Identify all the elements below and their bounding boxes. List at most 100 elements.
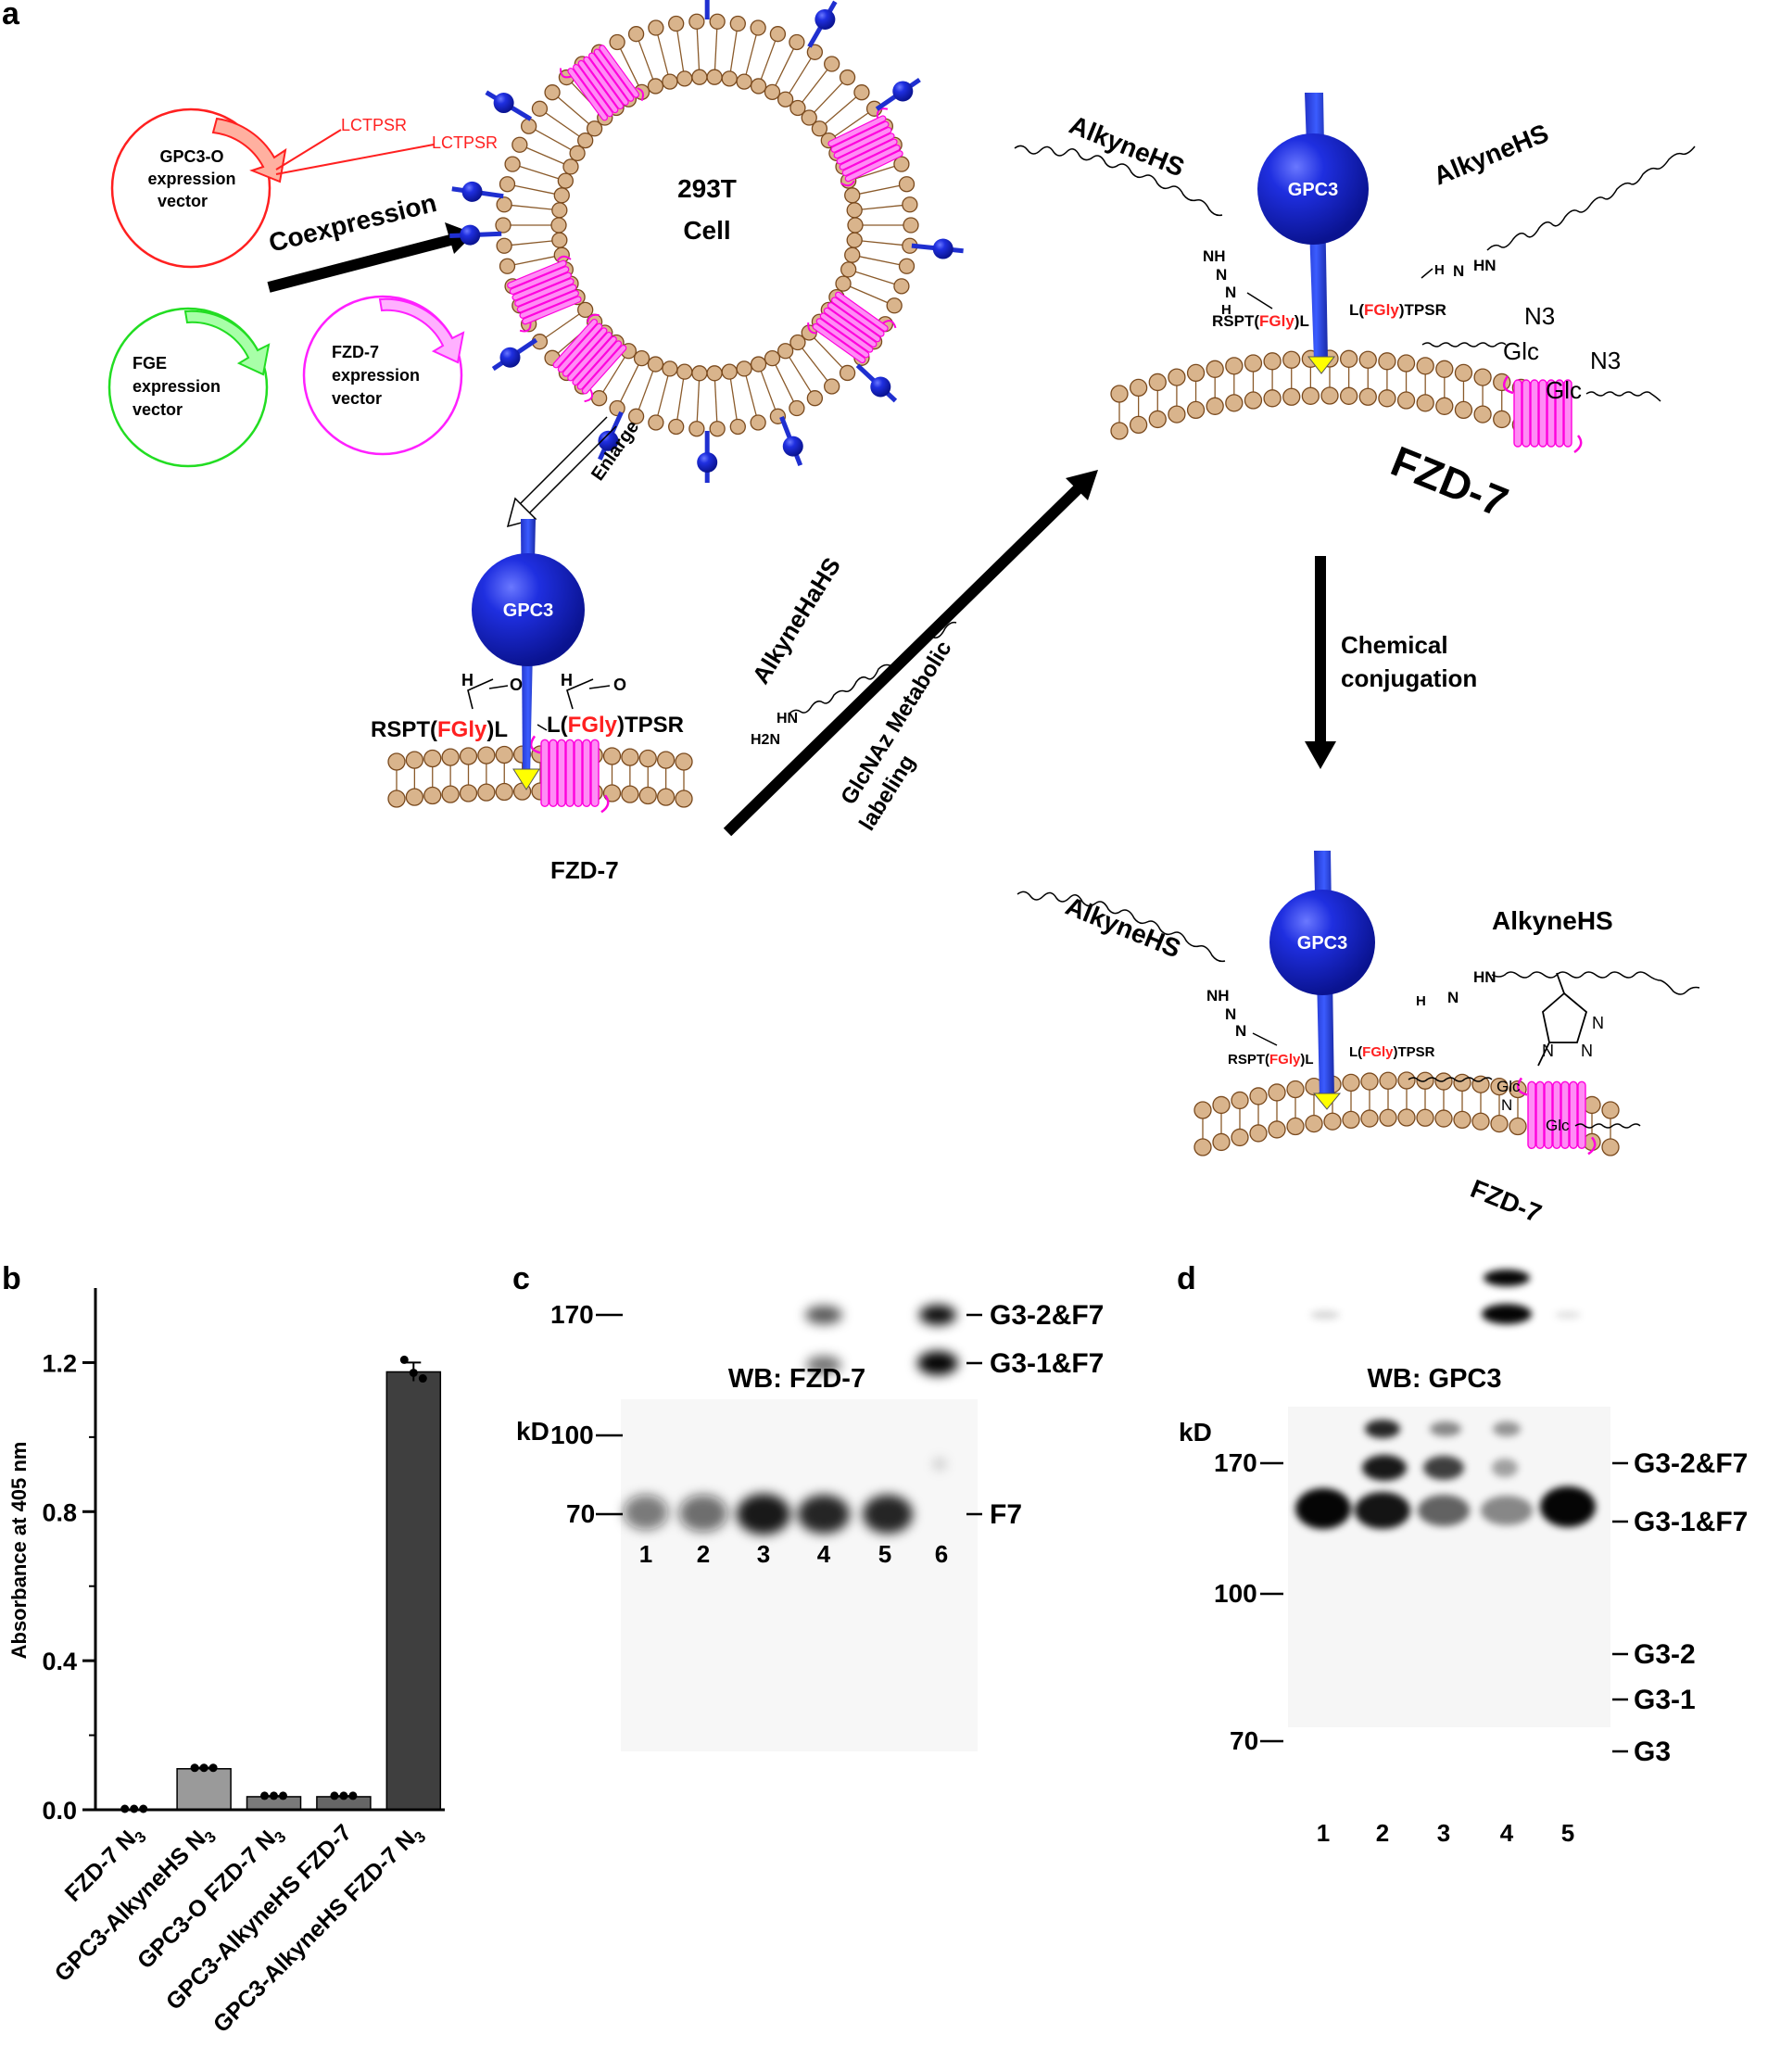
alkyne-ha-hs-label: AlkyneHaHS — [747, 552, 846, 689]
lipid-head — [504, 156, 521, 172]
panel-b: b Absorbance at 405 nm 0.00.40.81.2FZD-7… — [2, 1261, 445, 2040]
n3-label-top-2: N3 — [1590, 347, 1621, 374]
cell-label-line1: 293T — [677, 174, 737, 203]
lipid-head — [1416, 1108, 1434, 1127]
lipid-head — [1358, 387, 1377, 406]
lipid-head — [1186, 363, 1206, 383]
gpc3o-vector-line1: GPC3-O — [159, 147, 223, 166]
fzd7-label-right-top: FZD-7 — [1384, 436, 1514, 526]
lipid-head — [1193, 1101, 1212, 1119]
lipid-head — [1342, 1073, 1360, 1093]
blot-d-band-lane4-g31f7 — [1482, 1304, 1532, 1324]
lipid-tail — [745, 34, 757, 75]
glc-chain-bottom-2 — [1574, 1123, 1641, 1129]
gpc3-head — [782, 436, 803, 457]
lipid-head — [789, 99, 806, 117]
tpsr-right-bottom: L(FGly)TPSR — [1349, 1044, 1435, 1060]
lipid-head — [1473, 368, 1492, 386]
lipid-head — [1379, 1071, 1397, 1090]
aldehyde-h-right: H — [561, 671, 573, 689]
lipid-head — [1212, 1132, 1231, 1152]
lipid-tail — [862, 240, 903, 246]
gpc3-head — [932, 238, 953, 259]
lipid-head — [676, 70, 693, 87]
lipid-tail — [789, 357, 812, 393]
lipid-head — [1110, 385, 1129, 403]
lipid-tail — [525, 146, 564, 165]
lipid-head — [1282, 350, 1301, 369]
panel-c: c WB: FZD-7 kD 170 100 70 G3-2&F7 G3-1&F… — [512, 1261, 1104, 1751]
lipid-tail — [620, 364, 639, 402]
lipid-head — [1397, 1071, 1416, 1090]
blot-c-band-lane6-faint — [933, 1459, 946, 1470]
blot-d-band-lane4-g32f7 — [1484, 1270, 1530, 1286]
lipid-head — [662, 73, 678, 90]
lipid-head — [750, 19, 766, 36]
blot-c-lane-1: 1 — [639, 1540, 652, 1568]
gpc3-right-bottom: GPC3 — [1269, 851, 1375, 1110]
lipid-head — [405, 751, 424, 769]
data-point — [260, 1791, 269, 1800]
lipid-head — [1360, 1072, 1379, 1091]
n-label-bottom-2: N — [1235, 1022, 1246, 1040]
lipid-head — [590, 390, 608, 407]
blot-d-band-lane1-g3 — [1295, 1488, 1351, 1529]
y-tick-label: 0.4 — [42, 1648, 77, 1675]
ha-h2n-label: H2N — [751, 732, 780, 748]
lipid-head — [511, 136, 528, 153]
lipid-head — [824, 56, 840, 72]
lipid-head — [1416, 357, 1434, 375]
fzd7-vector-line2: expression — [332, 366, 420, 385]
lipid-head — [1268, 1083, 1286, 1102]
aldehyde-left — [467, 678, 509, 710]
lipid-head — [675, 752, 693, 771]
fge-vector: FGE expression vector — [107, 307, 271, 468]
lipid-tail — [638, 40, 654, 80]
fzd7-receptor — [529, 735, 610, 814]
lipid-tail — [834, 112, 869, 137]
lipid-head — [1339, 349, 1358, 368]
lipid-tail — [602, 357, 625, 393]
blot-d-band-lane3-g3 — [1418, 1495, 1470, 1526]
lipid-head — [806, 390, 824, 407]
alkyne-hs-label-top-right: AlkyneHS — [1430, 119, 1553, 191]
lipid-head — [1231, 1128, 1249, 1147]
lipid-head — [1453, 1110, 1471, 1130]
lipid-head — [1193, 1138, 1212, 1156]
lipid-head — [750, 78, 767, 95]
lipid-head — [750, 414, 766, 431]
lipid-head — [1148, 410, 1167, 429]
lipid-head — [853, 84, 870, 101]
lipid-head — [477, 783, 496, 802]
lipid-head — [562, 158, 579, 175]
lipid-head — [777, 343, 794, 360]
lipid-head — [1305, 1114, 1323, 1133]
lipid-head — [839, 69, 856, 86]
fzd7-insert-arrow — [378, 297, 465, 364]
gpc3-label-center: GPC3 — [503, 600, 553, 621]
panel-b-label: b — [2, 1261, 21, 1296]
lipid-head — [844, 246, 861, 263]
blot-d-band-label-g3: G3 — [1634, 1737, 1671, 1767]
gpc3o-vector-line2: expression — [147, 170, 235, 188]
lipid-head — [688, 421, 705, 437]
chemical-label-line2: conjugation — [1341, 664, 1477, 692]
lipid-head — [729, 418, 746, 436]
lipid-head — [1493, 410, 1511, 429]
lipid-head — [499, 176, 516, 193]
data-point — [409, 1368, 418, 1377]
fge-vector-line2: expression — [133, 377, 221, 396]
glc-chain-top-2 — [1585, 391, 1661, 402]
lipid-head — [902, 196, 918, 213]
lipid-head — [811, 120, 828, 137]
lipid-head — [1435, 397, 1454, 415]
lipid-head — [898, 258, 916, 274]
lipid-head — [662, 360, 678, 377]
lipid-head — [1244, 391, 1263, 410]
lipid-head — [846, 232, 863, 248]
data-point — [270, 1791, 278, 1800]
lipid-tail — [696, 380, 701, 422]
lipid-tail — [620, 48, 639, 86]
lipid-tail — [511, 204, 552, 210]
lipid-head — [1435, 360, 1454, 378]
